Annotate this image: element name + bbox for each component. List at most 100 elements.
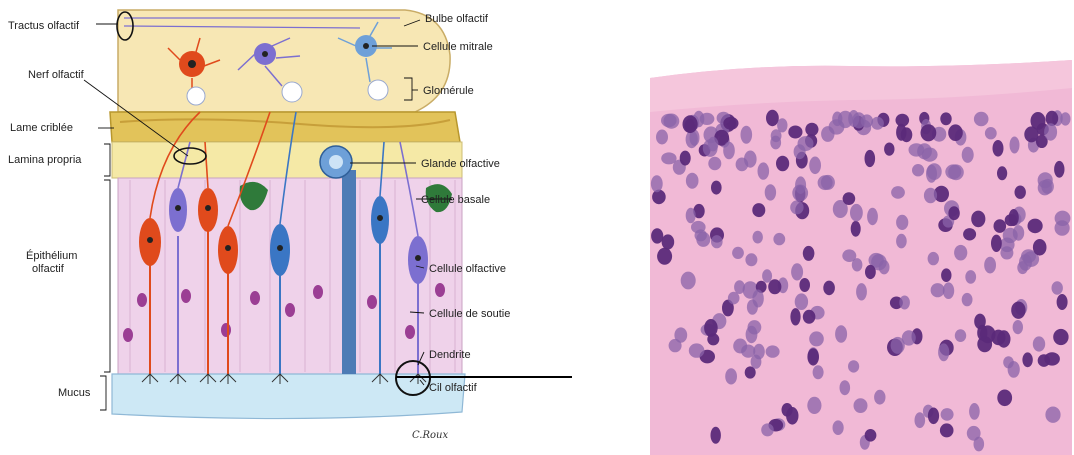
nucleus bbox=[915, 412, 926, 428]
nucleus bbox=[786, 407, 798, 425]
nucleus bbox=[948, 206, 959, 220]
nucleus bbox=[823, 281, 835, 296]
nucleus bbox=[689, 343, 705, 357]
nucleus bbox=[725, 368, 737, 384]
nucleus bbox=[940, 112, 951, 125]
nucleus bbox=[891, 186, 905, 199]
artist-signature: C.Roux bbox=[412, 430, 448, 441]
nucleus bbox=[821, 175, 835, 190]
nucleus bbox=[840, 380, 851, 395]
nucleus bbox=[1021, 249, 1036, 263]
nucleus bbox=[753, 231, 763, 244]
nucleus bbox=[1057, 294, 1068, 310]
nucleus bbox=[736, 158, 749, 172]
nucleus bbox=[928, 252, 939, 265]
label-cellule-mitrale: Cellule mitrale bbox=[423, 41, 493, 53]
nucleus bbox=[1015, 186, 1026, 199]
nucleus bbox=[991, 235, 1002, 252]
nucleus bbox=[799, 278, 810, 292]
nucleus bbox=[798, 136, 814, 151]
nucleus bbox=[896, 234, 907, 249]
nucleus bbox=[899, 296, 910, 310]
nucleus bbox=[896, 124, 906, 141]
nucleus bbox=[664, 114, 680, 129]
nucleus bbox=[652, 190, 666, 205]
nucleus bbox=[896, 215, 908, 230]
nucleus bbox=[788, 126, 802, 139]
nucleus bbox=[809, 157, 821, 175]
nucleus bbox=[843, 192, 856, 205]
nucleus bbox=[807, 348, 819, 365]
nucleus bbox=[770, 136, 781, 150]
label-cellule-basale: Cellule basale bbox=[421, 194, 490, 206]
nucleus bbox=[1000, 246, 1013, 259]
nucleus bbox=[969, 403, 980, 420]
nucleus bbox=[669, 339, 682, 352]
nucleus bbox=[921, 124, 937, 141]
nucleus bbox=[884, 143, 894, 156]
nucleus bbox=[711, 235, 723, 248]
nucleus bbox=[708, 137, 719, 152]
nucleus bbox=[662, 234, 675, 249]
nucleus bbox=[948, 124, 963, 141]
nucleus bbox=[707, 333, 719, 345]
nucleus bbox=[766, 110, 779, 126]
nucleus bbox=[1028, 219, 1043, 234]
nucleus bbox=[680, 151, 691, 166]
nucleus bbox=[791, 263, 803, 280]
nucleus bbox=[762, 269, 772, 282]
label-cellule-de-soutien: Cellule de soutie bbox=[429, 308, 510, 320]
nucleus bbox=[945, 164, 961, 179]
nucleus bbox=[657, 248, 672, 265]
nucleus bbox=[832, 112, 842, 127]
nucleus bbox=[765, 184, 776, 200]
nucleus bbox=[728, 292, 740, 305]
nucleus bbox=[1055, 211, 1071, 226]
nucleus bbox=[776, 156, 789, 171]
nucleus bbox=[865, 150, 876, 167]
nucleus bbox=[813, 365, 824, 379]
nucleus bbox=[984, 257, 996, 274]
nucleus bbox=[821, 126, 834, 142]
label-cellule-olfactive: Cellule olfactive bbox=[429, 263, 506, 275]
nucleus bbox=[985, 127, 997, 139]
nucleus bbox=[850, 204, 863, 222]
nucleus bbox=[902, 330, 916, 345]
nucleus bbox=[962, 147, 974, 163]
nucleus bbox=[790, 308, 800, 325]
label-lame-criblee: Lame criblée bbox=[10, 122, 73, 134]
nucleus bbox=[651, 228, 663, 243]
label-glomerule: Glomérule bbox=[423, 85, 474, 97]
nucleus bbox=[927, 163, 942, 180]
nucleus bbox=[865, 429, 877, 442]
nucleus bbox=[790, 200, 803, 214]
nucleus bbox=[938, 343, 949, 361]
nucleus bbox=[773, 233, 785, 245]
nucleus bbox=[734, 280, 745, 294]
label-mucus: Mucus bbox=[58, 387, 91, 399]
nucleus bbox=[711, 427, 721, 444]
nucleus bbox=[928, 408, 939, 425]
nucleus bbox=[651, 175, 663, 192]
nucleus bbox=[723, 117, 738, 130]
label-cil-olfactif: Cil olfactif bbox=[429, 382, 478, 394]
nucleus bbox=[681, 272, 696, 290]
nucleus bbox=[1005, 214, 1017, 226]
nucleus bbox=[842, 249, 856, 262]
nucleus bbox=[696, 232, 710, 247]
nucleus bbox=[807, 397, 821, 414]
nucleus bbox=[974, 112, 989, 126]
label-bulbe-olfactif: Bulbe olfactif bbox=[425, 13, 489, 25]
nucleus bbox=[1003, 228, 1018, 243]
nucleus bbox=[954, 245, 967, 261]
nucleus bbox=[683, 115, 698, 133]
nucleus bbox=[809, 331, 824, 346]
nucleus bbox=[758, 162, 770, 179]
nucleus bbox=[761, 423, 774, 436]
label-lamina-propria: Lamina propria bbox=[8, 154, 82, 166]
nucleus bbox=[792, 185, 808, 202]
nucleus bbox=[661, 152, 676, 164]
nucleus bbox=[751, 355, 762, 369]
nucleus bbox=[940, 423, 954, 437]
nucleus bbox=[733, 339, 747, 354]
